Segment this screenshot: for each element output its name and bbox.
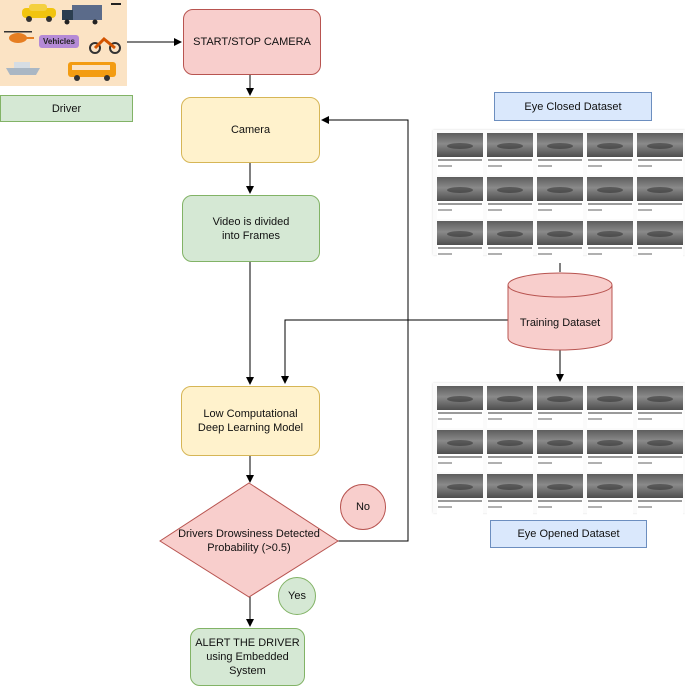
vehicles-art xyxy=(4,3,121,81)
dataset-thumbnail xyxy=(587,133,633,175)
dataset-thumbnail xyxy=(537,133,583,175)
decision-diamond xyxy=(159,482,339,598)
dataset-thumbnail xyxy=(487,386,533,428)
eye-closed-label: Eye Closed Dataset xyxy=(494,92,652,121)
start-stop-camera-node: START/STOP CAMERA xyxy=(183,9,321,75)
eye-opened-label: Eye Opened Dataset xyxy=(490,520,647,548)
dataset-thumbnail xyxy=(487,133,533,175)
alert-node: ALERT THE DRIVER using Embedded System xyxy=(190,628,305,686)
dataset-thumbnail xyxy=(437,386,483,428)
dataset-thumbnail xyxy=(637,430,683,472)
yes-label: Yes xyxy=(278,577,316,615)
no-label: No xyxy=(340,484,386,530)
dataset-thumbnail xyxy=(637,386,683,428)
eye-closed-grid xyxy=(433,130,685,263)
dataset-thumbnail xyxy=(637,221,683,263)
training-dataset-label: Training Dataset xyxy=(519,317,601,329)
dataset-thumbnail xyxy=(437,430,483,472)
car-icon xyxy=(22,4,56,22)
eye-opened-grid xyxy=(433,383,685,516)
dataset-thumbnail xyxy=(587,474,633,516)
dataset-thumbnail xyxy=(437,221,483,263)
motorbike-icon xyxy=(89,36,121,54)
boat-icon xyxy=(6,62,40,75)
dataset-thumbnail xyxy=(487,177,533,219)
dataset-thumbnail xyxy=(537,430,583,472)
dataset-thumbnail xyxy=(587,221,633,263)
dataset-thumbnail xyxy=(587,430,633,472)
helicopter-icon xyxy=(4,31,34,43)
model-node: Low Computational Deep Learning Model xyxy=(181,386,320,456)
vehicles-illustration: Vehicles xyxy=(0,0,127,86)
dataset-thumbnail xyxy=(487,221,533,263)
dataset-thumbnail xyxy=(587,177,633,219)
dataset-thumbnail xyxy=(637,133,683,175)
decision-label: Drivers Drowsiness Detected Probability … xyxy=(178,528,320,554)
dataset-thumbnail xyxy=(437,133,483,175)
driver-label: Driver xyxy=(0,95,133,122)
dataset-thumbnail xyxy=(537,386,583,428)
dataset-thumbnail xyxy=(437,177,483,219)
dataset-thumbnail xyxy=(537,177,583,219)
vehicles-badge: Vehicles xyxy=(42,36,76,46)
dataset-thumbnail xyxy=(437,474,483,516)
dataset-thumbnail xyxy=(637,177,683,219)
bus-icon xyxy=(68,62,116,81)
dataset-thumbnail xyxy=(537,474,583,516)
dataset-thumbnail xyxy=(487,430,533,472)
frames-node: Video is divided into Frames xyxy=(182,195,320,262)
edge-no-loop xyxy=(321,116,409,542)
dataset-thumbnail xyxy=(537,221,583,263)
truck-icon xyxy=(62,5,102,25)
training-cylinder xyxy=(507,272,613,351)
camera-node: Camera xyxy=(181,97,320,163)
dataset-thumbnail xyxy=(587,386,633,428)
dataset-thumbnail xyxy=(487,474,533,516)
edge-training-to-model xyxy=(281,319,508,384)
dataset-thumbnail xyxy=(637,474,683,516)
